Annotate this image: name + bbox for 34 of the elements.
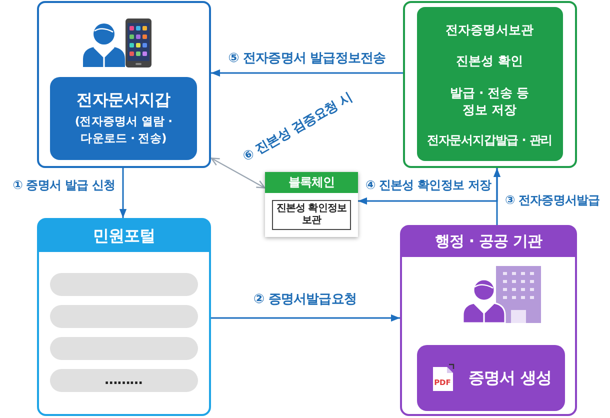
arrow [358,168,498,205]
box-text: 전자증명서보관 [445,21,534,38]
card-header: 행정 · 공공 기관 [401,226,576,257]
arrow [119,168,127,218]
agency-card [400,225,577,416]
list-item: ……… [50,369,198,392]
edge-label: ① 증명서 발급 신청 [10,177,117,193]
storage-card [265,172,358,237]
box-text: 진본성 확인 [456,52,523,70]
arrow [211,69,403,77]
outlined-panel [403,1,577,168]
info-box [416,345,564,411]
card-header: 민원포털 [38,219,210,252]
edge-label: ⑤ 전자증명서 발급정보전송 [226,51,388,67]
arrow [211,314,400,322]
edge-label: ④ 진본성 확인정보 저장 [364,177,493,193]
box-title: 전자문서지갑 [76,90,170,110]
portal-card [37,218,211,416]
arrow [493,168,501,225]
info-box [416,7,562,161]
box-text: 발급 · 전송 등 정보 저장 [448,84,530,118]
box-text: 전자문서지갑발급 · 관리 [426,132,552,149]
info-box: 진본성 확인정보 보관 [272,200,351,230]
box-text: 증명서 생성 [468,368,552,388]
card-header: 블록체인 [265,172,358,193]
outlined-panel [37,1,211,168]
edge-label: ② 증명서발급요청 [252,292,358,308]
edge-label: ③ 전자증명서발급 [503,192,602,208]
info-box [50,76,197,160]
double-arrow [210,157,266,189]
box-subtitle: (전자증명서 열람 · 다운로드 · 전송) [74,112,174,146]
list-item [50,305,198,328]
list-item [50,273,198,296]
list-item [50,337,198,360]
